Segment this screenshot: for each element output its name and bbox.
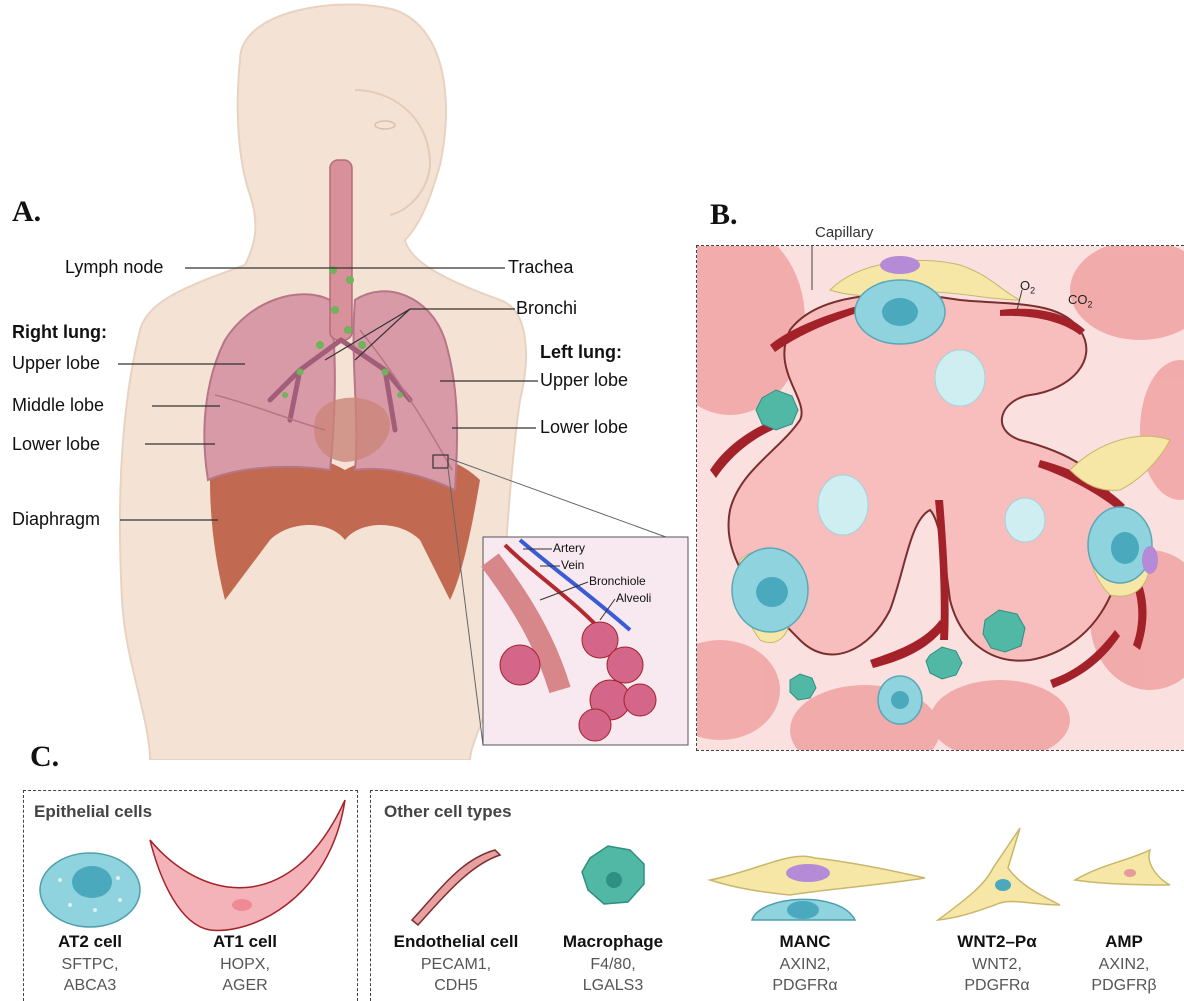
o2-text: O <box>1020 278 1030 293</box>
panel-b-letter: B. <box>710 198 738 232</box>
co2-subscript: 2 <box>1088 300 1093 310</box>
label-right-lung: Right lung: <box>12 322 107 343</box>
at2-cell-name: AT2 cell <box>30 932 150 952</box>
label-right-middle-lobe: Middle lobe <box>12 395 104 416</box>
inset-label-bronchiole: Bronchiole <box>589 574 646 588</box>
at1-cell-marker-1: HOPX, <box>185 955 305 975</box>
label-left-upper-lobe: Upper lobe <box>540 370 628 391</box>
co2-text: CO <box>1068 292 1088 307</box>
wnt2-pa-marker-2: PDGFRα <box>937 976 1057 996</box>
amp-name: AMP <box>1074 932 1174 952</box>
macrophage-marker-2: LGALS3 <box>548 976 678 996</box>
wnt2-pa-marker-1: WNT2, <box>937 955 1057 975</box>
label-o2: O2 <box>1020 278 1035 296</box>
macrophage-name: Macrophage <box>548 932 678 952</box>
inset-label-alveoli: Alveoli <box>616 591 651 605</box>
epithelial-cells-title: Epithelial cells <box>34 802 152 822</box>
endothelial-cell-marker-1: PECAM1, <box>376 955 536 975</box>
inset-label-vein: Vein <box>561 558 584 572</box>
wnt2-pa-name: WNT2–Pα <box>937 932 1057 952</box>
macrophage-marker-1: F4/80, <box>548 955 678 975</box>
label-lymph-node: Lymph node <box>65 257 163 278</box>
at1-cell-name: AT1 cell <box>185 932 305 952</box>
endothelial-cell-marker-2: CDH5 <box>376 976 536 996</box>
label-diaphragm: Diaphragm <box>12 509 100 530</box>
label-capillary: Capillary <box>815 224 873 241</box>
manc-marker-2: PDGFRα <box>740 976 870 996</box>
at2-cell-marker-2: ABCA3 <box>30 976 150 996</box>
alveolar-tissue-panel <box>696 245 1184 751</box>
o2-subscript: 2 <box>1030 286 1035 296</box>
at2-cell-marker-1: SFTPC, <box>30 955 150 975</box>
label-trachea: Trachea <box>508 257 573 278</box>
manc-marker-1: AXIN2, <box>740 955 870 975</box>
amp-marker-1: AXIN2, <box>1074 955 1174 975</box>
amp-marker-2: PDGFRβ <box>1074 976 1174 996</box>
label-left-lung: Left lung: <box>540 342 622 363</box>
endothelial-cell-name: Endothelial cell <box>376 932 536 952</box>
label-co2: CO2 <box>1068 292 1093 310</box>
label-left-lower-lobe: Lower lobe <box>540 417 628 438</box>
manc-name: MANC <box>740 932 870 952</box>
inset-label-artery: Artery <box>553 541 585 555</box>
label-bronchi: Bronchi <box>516 298 577 319</box>
at1-cell-marker-2: AGER <box>185 976 305 996</box>
other-cell-types-title: Other cell types <box>384 802 512 822</box>
label-right-lower-lobe: Lower lobe <box>12 434 100 455</box>
label-right-upper-lobe: Upper lobe <box>12 353 100 374</box>
